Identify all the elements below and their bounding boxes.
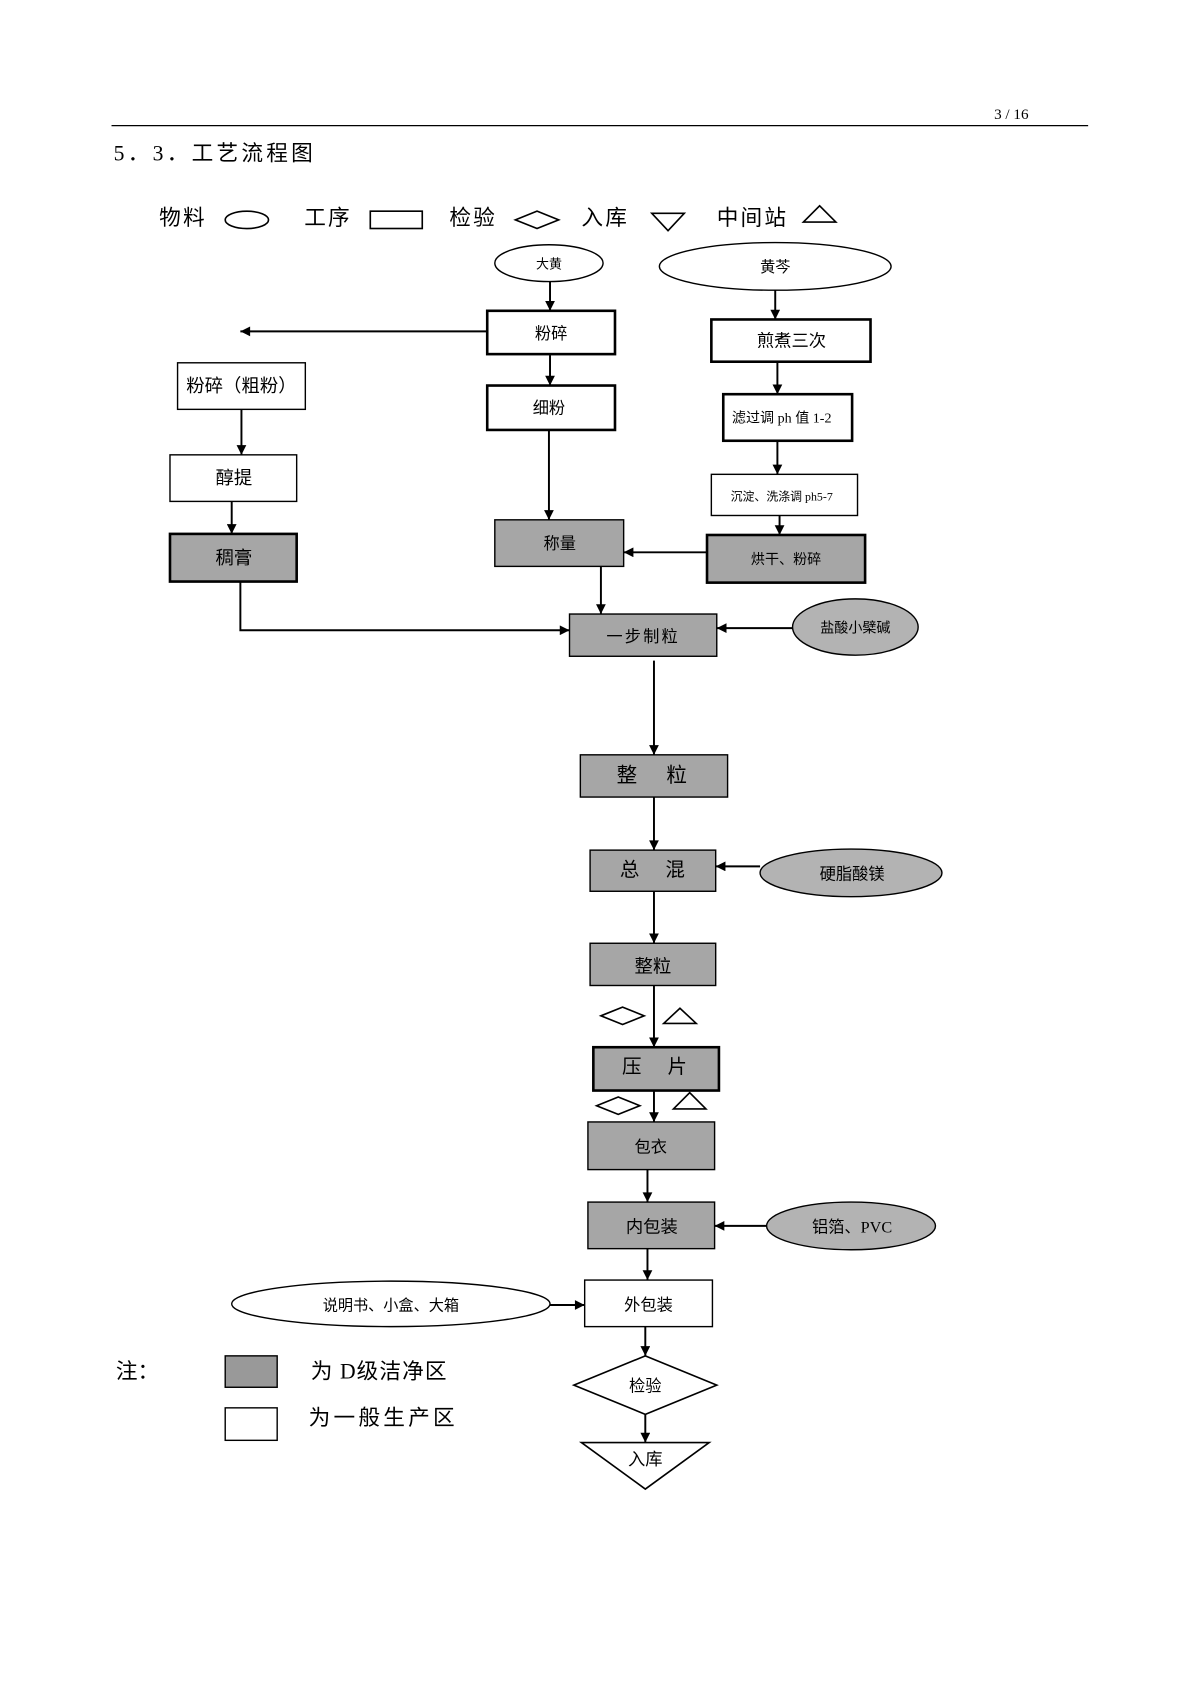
step-weigh-box [494, 519, 625, 568]
step-crush-label: 粉碎 [535, 325, 567, 343]
material-mg-stearate-node [759, 848, 943, 898]
step-coating-box [587, 1121, 716, 1171]
material-nodes: 大黄 黄芩 盐酸小檗碱 硬脂酸镁 铝箔、PVC 说明书、小盒、大箱 [230, 241, 943, 1328]
legend-inspection-diamond-icon [513, 210, 561, 230]
legend-intermediate-station-label: 中间站 [717, 206, 788, 230]
step-tableting-box [592, 1045, 721, 1092]
intermediate-station-triangle-icon [671, 1091, 708, 1110]
legend-warehousing-triangle-down-icon [649, 212, 687, 232]
step-tableting-label: 压 片 [622, 1056, 690, 1078]
symbol-legend: 物料 工序 检验 入库 中间站 [159, 204, 838, 232]
step-weigh-label: 称量 [544, 535, 576, 553]
step-one-step-granulation-label: 一步制粒 [606, 628, 680, 646]
inspection-node [571, 1354, 719, 1416]
note-label: 注： [116, 1360, 159, 1384]
step-outer-packaging-label: 外包装 [624, 1296, 673, 1314]
legend-intermediate-station-triangle-up-icon [801, 204, 838, 223]
inspection-diamond-icon [594, 1096, 643, 1116]
step-thick-paste-label: 稠膏 [215, 547, 252, 568]
d-grade-swatch [224, 1355, 278, 1388]
step-thick-paste-box [168, 532, 298, 583]
material-huangqin-node [658, 241, 892, 291]
legend-inspection-label: 检验 [449, 206, 497, 230]
step-decoct-label: 煎煮三次 [757, 332, 826, 351]
step-dry-crush-box [705, 533, 867, 584]
step-inner-packaging-label: 内包装 [626, 1217, 678, 1236]
material-foil-pvc-node [765, 1201, 937, 1251]
material-dahuang-label: 大黄 [536, 257, 562, 272]
section-title: 5．3．工艺流程图 [114, 141, 316, 165]
material-foil-pvc-label: 铝箔、PVC [812, 1218, 892, 1236]
step-filter-ph-box [721, 392, 854, 443]
step-dry-crush-label: 烘干、粉碎 [751, 552, 821, 568]
step-coarse-crush-box [176, 362, 307, 411]
step-outer-packaging-box [583, 1279, 714, 1328]
legend-material-ellipse-icon [224, 210, 270, 230]
legend-warehousing-label: 入库 [581, 206, 629, 230]
arrow-thick-paste-to-granulation [239, 581, 570, 636]
inspection-label: 检验 [629, 1378, 661, 1396]
step-total-mix-label: 总 混 [620, 859, 688, 881]
step-alcohol-extract-box [169, 454, 298, 503]
inline-markers [594, 1006, 708, 1116]
connectors [226, 281, 793, 1443]
material-dahuang-node [494, 244, 604, 283]
material-mg-stearate-label: 硬脂酸镁 [820, 865, 885, 883]
step-sizing-1-box [579, 754, 729, 798]
step-sizing-2-label: 整粒 [634, 956, 671, 976]
page-number: 3 / 16 [994, 106, 1029, 123]
step-precipitate-wash-label: 沉淀、洗涤调 ph5-7 [731, 489, 833, 503]
process-nodes: 粉碎 煎煮三次 粉碎（粗粉） 细粉 滤过调 ph 值 1-2 醇提 沉淀、洗涤调… [168, 309, 872, 1328]
step-decoct-box [710, 318, 872, 364]
step-coarse-crush-label: 粉碎（粗粉） [186, 376, 296, 396]
step-filter-ph-label: 滤过调 ph 值 1-2 [732, 410, 832, 426]
step-sizing-2-box [589, 942, 717, 987]
material-berberine-label: 盐酸小檗碱 [820, 620, 890, 636]
step-fine-powder-box [485, 384, 617, 432]
material-huangqin-label: 黄芩 [760, 259, 790, 276]
warehousing-label: 入库 [628, 1450, 663, 1469]
legend-process-label: 工序 [304, 206, 352, 230]
inspection-diamond-icon [598, 1006, 647, 1026]
material-berberine-node [791, 598, 919, 656]
step-fine-powder-label: 细粉 [533, 400, 565, 418]
step-precipitate-wash-box [710, 473, 859, 517]
step-crush-box [485, 309, 617, 356]
warehousing-node [578, 1441, 712, 1491]
step-inner-packaging-box [587, 1201, 716, 1250]
intermediate-station-triangle-icon [661, 1007, 699, 1025]
material-packaging-materials-node [230, 1280, 551, 1328]
step-coating-label: 包衣 [634, 1138, 666, 1156]
step-alcohol-extract-label: 醇提 [215, 468, 252, 488]
legend-process-rect-icon [369, 210, 424, 230]
d-grade-area-label: 为 D级洁净区 [311, 1360, 448, 1384]
material-packaging-materials-label: 说明书、小盒、大箱 [323, 1297, 459, 1314]
area-legend: 注： 为 D级洁净区 为一般生产区 [116, 1355, 458, 1442]
step-total-mix-box [589, 849, 717, 892]
legend-material-label: 物料 [159, 206, 207, 230]
general-area-label: 为一般生产区 [309, 1406, 458, 1430]
general-area-swatch [224, 1407, 278, 1442]
step-sizing-1-label: 整 粒 [617, 764, 692, 787]
step-one-step-granulation-box [568, 613, 718, 657]
